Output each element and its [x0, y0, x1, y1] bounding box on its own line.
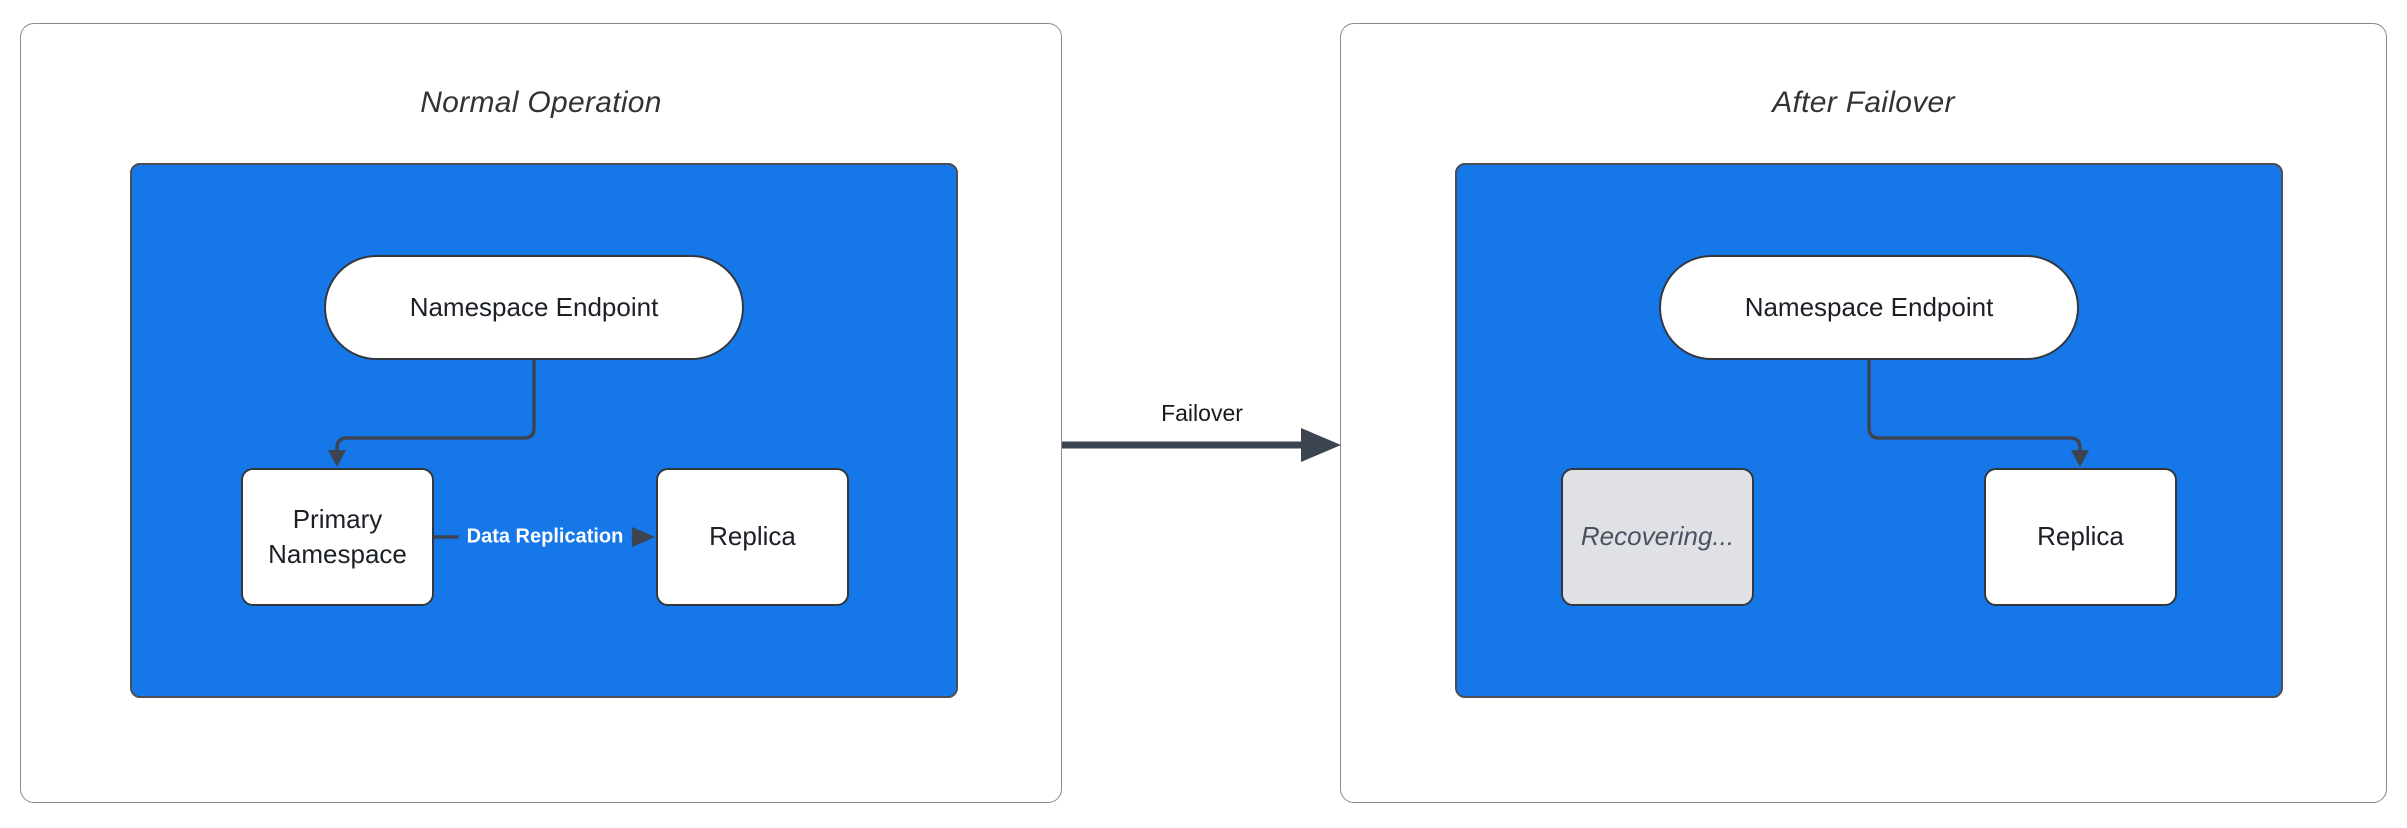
failover-arrowhead-icon — [1301, 428, 1341, 462]
node-recovering: Recovering... — [1561, 468, 1754, 606]
cluster-after-failover — [1455, 163, 2283, 698]
node-primary-namespace: Primary Namespace — [241, 468, 434, 606]
panel-title-after-failover: After Failover — [1772, 86, 1955, 119]
node-replica-failover: Replica — [1984, 468, 2177, 606]
node-namespace-endpoint-failover: Namespace Endpoint — [1659, 255, 2079, 360]
edge-label-data-replication: Data Replication — [458, 522, 632, 552]
transition-label-failover: Failover — [1161, 400, 1243, 426]
panel-title-normal-operation: Normal Operation — [420, 86, 662, 119]
node-replica: Replica — [656, 468, 849, 606]
node-namespace-endpoint: Namespace Endpoint — [324, 255, 744, 360]
cluster-normal-operation — [130, 163, 958, 698]
